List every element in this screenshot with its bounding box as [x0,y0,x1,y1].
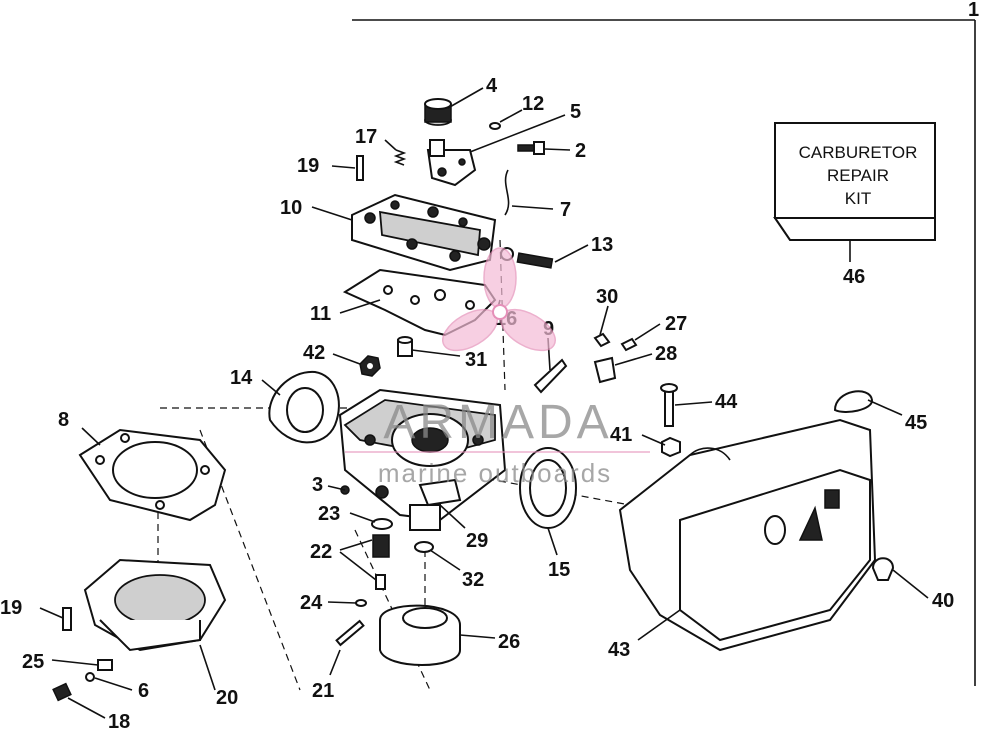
part-18-screw [52,682,72,702]
callout-14: 14 [230,367,253,389]
callout-28: 28 [655,343,677,365]
watermark-subtitle: marine outboards [378,458,612,488]
page-frame [352,19,976,686]
leader-lines [39,87,929,719]
callout-41: 41 [610,424,632,446]
callout-6: 6 [138,680,149,702]
callout-21: 21 [312,680,334,702]
carburetor-body [338,388,507,531]
callout-12: 12 [522,93,544,115]
part-25-plug [97,659,113,671]
part-30-cap [593,332,611,348]
callout-11: 11 [310,303,331,325]
callout-27: 27 [665,313,687,335]
callout-40: 40 [932,590,954,612]
part-10-cover [351,193,497,272]
callout-4: 4 [486,75,498,97]
part-44-screw [660,383,678,427]
callout-13: 13 [591,234,613,256]
part-23-washer [371,518,393,530]
part-8-gasket [78,428,227,522]
part-19-pin-lower [62,607,72,631]
part-43-silencer [618,418,877,652]
callout-18: 18 [108,711,130,731]
callout-24: 24 [300,592,323,614]
part-21-pin [335,619,365,647]
callout-44: 44 [715,391,738,413]
part-17-spring [393,149,407,166]
callout-45: 45 [905,412,927,434]
callout-3: 3 [312,474,323,496]
part-12-oring [489,122,501,130]
callout-17: 17 [355,126,377,148]
part-20-adapter [83,558,227,652]
part-5-fitting [426,139,477,187]
part-32-oring [414,541,434,553]
part-22-jet [372,534,390,590]
callout-32: 32 [462,569,484,591]
kit-label-line1: CARBURETOR [799,143,918,162]
callout-10: 10 [280,197,302,219]
callout-25: 25 [22,651,44,673]
part-9-needle [533,358,568,394]
part-14-gasket [268,370,340,444]
part-6-washer [85,672,95,682]
page-number: 1 [968,0,979,21]
part-2-screw [517,141,545,155]
kit-label-line3: KIT [845,189,871,208]
callout-22: 22 [310,541,332,563]
callout-23: 23 [318,503,340,525]
repair-kit-box [773,122,936,262]
callout-20: 20 [216,687,238,709]
watermark-brand: ARMADA [383,396,612,449]
part-45-strap [833,390,873,413]
part-19-pin-upper [356,155,364,181]
part-26-float [379,604,461,666]
callout-19-lower: 19 [0,597,22,619]
callout-31: 31 [465,349,487,371]
part-41-nut [661,436,681,458]
part-31-fitting [397,336,413,357]
callout-43: 43 [608,639,630,661]
callout-30: 30 [596,286,618,308]
callout-2: 2 [575,140,586,162]
part-42-nut [359,355,381,377]
part-28-bracket [593,356,617,384]
callout-29: 29 [466,530,488,552]
callout-26: 26 [498,631,520,653]
kit-label-line2: REPAIR [827,166,889,185]
part-27-plug [620,337,638,352]
watermark-logo: ARMADA marine outboards [345,247,650,488]
part-7-clip [504,169,510,216]
callout-5: 5 [570,101,581,123]
callout-7: 7 [560,199,571,221]
part-4-cup [424,98,452,126]
callout-42: 42 [303,342,325,364]
part-40-grommet [871,557,895,581]
part-24-seal [355,599,367,607]
part-15-ring [519,447,577,529]
callout-19-upper: 19 [297,155,319,177]
callout-46: 46 [843,266,865,288]
propeller-icon [442,247,556,352]
callout-15: 15 [548,559,570,581]
callout-labels: 4 12 5 17 2 19 10 7 13 46 30 11 16 27 9 … [0,75,954,731]
callout-8: 8 [58,409,69,431]
